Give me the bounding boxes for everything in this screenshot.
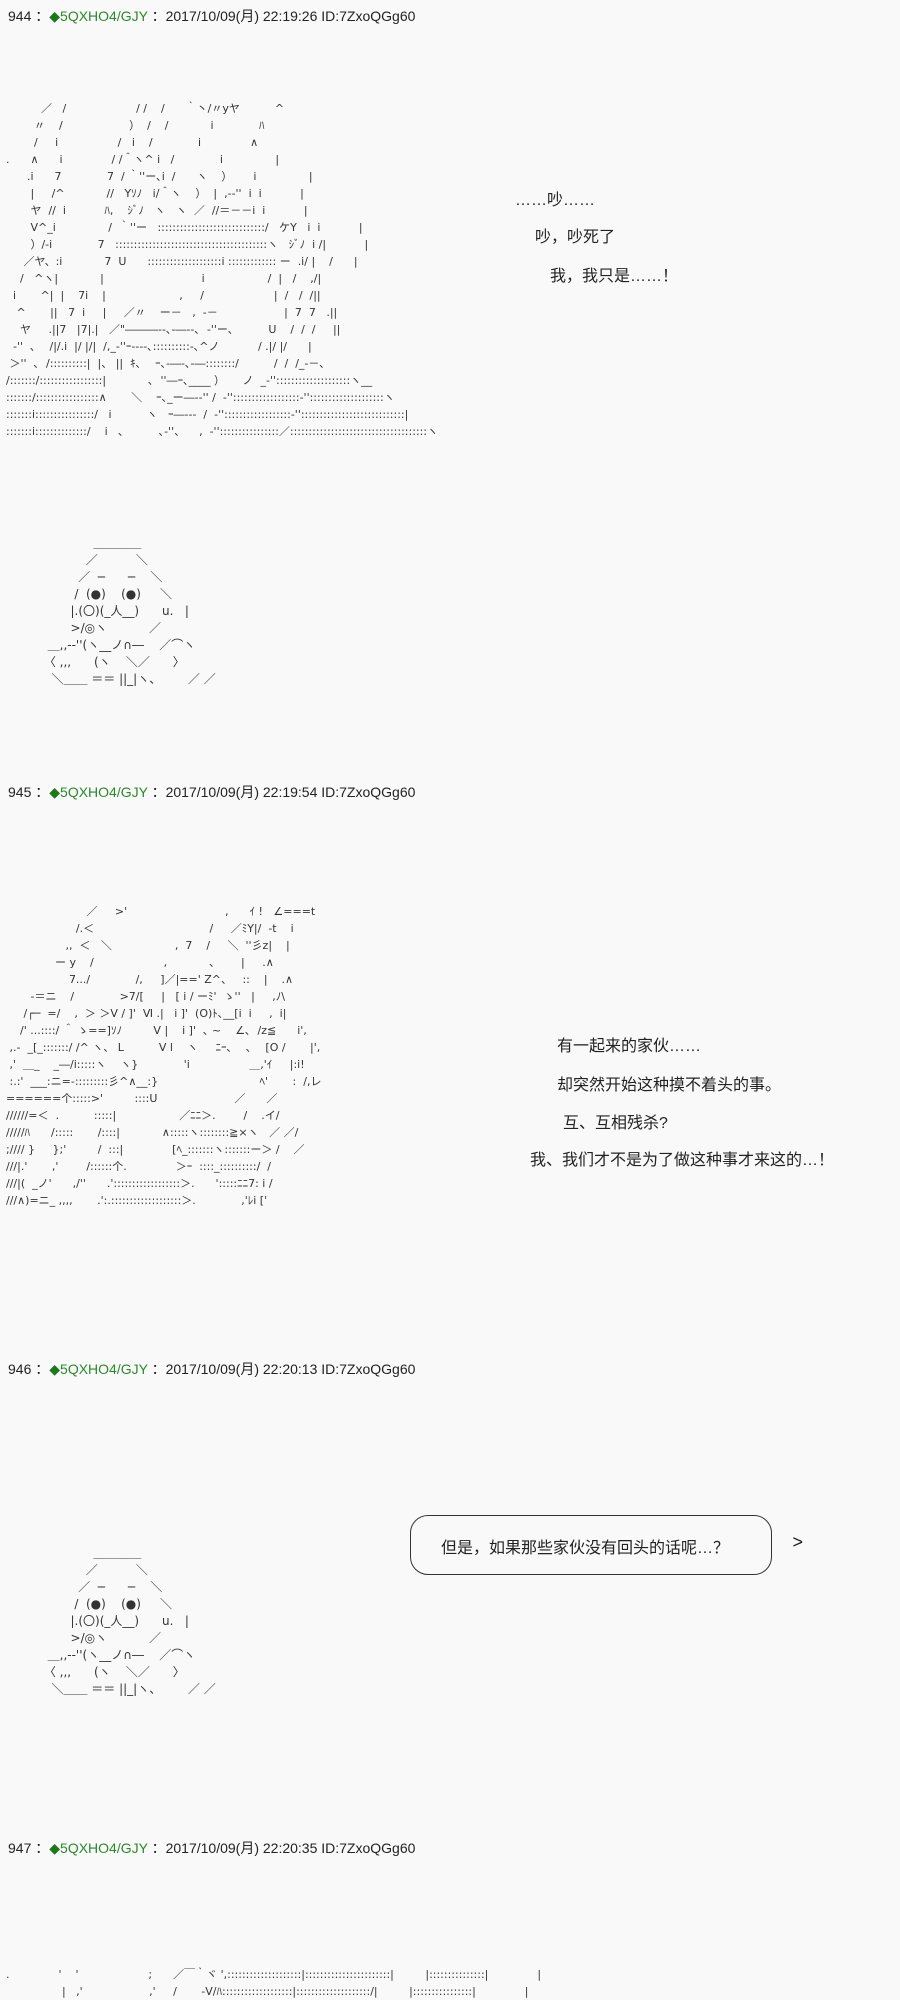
- separator: ：: [35, 8, 50, 24]
- post-header: 945 ：◆5QXHO4/GJY ：2017/10/09(月) 22:19:54…: [8, 782, 415, 802]
- post-header: 946 ：◆5QXHO4/GJY ：2017/10/09(月) 22:20:13…: [8, 1359, 415, 1379]
- separator: ：: [35, 1840, 50, 1856]
- post-datetime-id: ：2017/10/09(月) 22:20:35 ID:7ZxoQGg60: [151, 1840, 416, 1856]
- diamond-icon: ◆: [49, 784, 61, 800]
- dialogue-line: 我、我们才不是为了做这种事才来这的…！: [530, 1152, 835, 1169]
- bubble-tail: >: [792, 1532, 803, 1552]
- post-datetime-id: ：2017/10/09(月) 22:19:26 ID:7ZxoQGg60: [151, 8, 416, 24]
- post-header: 947 ：◆5QXHO4/GJY ：2017/10/09(月) 22:20:35…: [8, 1838, 415, 1858]
- dialogue-line: 有一起来的家伙……: [557, 1038, 702, 1055]
- author-trip[interactable]: 5QXHO4/GJY: [60, 1361, 148, 1377]
- bubble-text: 但是，如果那些家伙没有回头的话呢…？: [441, 1540, 730, 1557]
- post-number: 944: [8, 8, 32, 24]
- speech-bubble: 但是，如果那些家伙没有回头的话呢…？ >: [410, 1515, 803, 1575]
- diamond-icon: ◆: [49, 1361, 61, 1377]
- dialogue-line: 却突然开始这种摸不着头的事。: [557, 1077, 782, 1094]
- dialogue-line: 互、互相残杀?: [563, 1115, 668, 1132]
- author-trip[interactable]: 5QXHO4/GJY: [60, 1840, 148, 1856]
- post-header: 944 ：◆5QXHO4/GJY ：2017/10/09(月) 22:19:26…: [8, 6, 415, 26]
- ascii-art: ／ / / / / ｀丶/〃yヤ ^ 〃 / ） / / i ﾊ / i / i…: [6, 102, 439, 438]
- ascii-art: . ' ' ; ／￣｀ヾ ',::::::::::::::::::::|::::…: [6, 1968, 542, 1998]
- dialogue-line: 我，我只是……！: [550, 268, 679, 285]
- post-number: 945: [8, 784, 32, 800]
- ascii-art-blob: ＿＿＿＿ ／ ＼ ／ ─ ─ ＼ / (●) (●) ＼ |.(〇)(_人__)…: [43, 1546, 216, 1696]
- post-number: 946: [8, 1361, 32, 1377]
- diamond-icon: ◆: [49, 1840, 61, 1856]
- dialogue-line: 吵，吵死了: [535, 229, 616, 246]
- post-datetime-id: ：2017/10/09(月) 22:20:13 ID:7ZxoQGg60: [151, 1361, 416, 1377]
- ascii-art-blob: ＿＿＿＿ ／ ＼ ／ ─ ─ ＼ / (●) (●) ＼ |.(〇)(_人__)…: [43, 536, 216, 686]
- separator: ：: [35, 1361, 50, 1377]
- post-datetime-id: ：2017/10/09(月) 22:19:54 ID:7ZxoQGg60: [151, 784, 416, 800]
- separator: ：: [35, 784, 50, 800]
- author-trip[interactable]: 5QXHO4/GJY: [60, 8, 148, 24]
- author-trip[interactable]: 5QXHO4/GJY: [60, 784, 148, 800]
- dialogue-line: ……吵……: [515, 192, 596, 209]
- post-number: 947: [8, 1840, 32, 1856]
- ascii-art: ／ >' , ｲ ! ∠===t /.＜ / ／ﾐY|/ -t i ,, ＜ ＼…: [6, 905, 322, 1207]
- diamond-icon: ◆: [49, 8, 61, 24]
